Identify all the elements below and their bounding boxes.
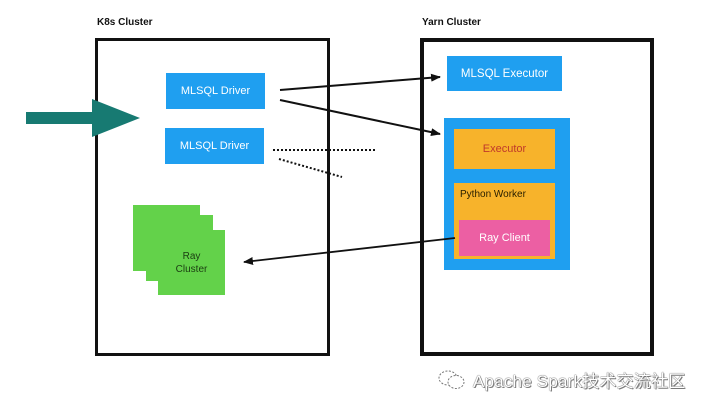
arrow-driver-to-executor-group	[279, 99, 441, 137]
watermark-text: Apache Spark技术交流社区	[473, 372, 686, 391]
ray-cluster-label-line2: Cluster	[175, 263, 208, 275]
arrow-driver-to-mlsql-executor	[279, 73, 441, 91]
yarn-cluster-title: Yarn Cluster	[422, 17, 481, 28]
ray-cluster-node-front: Ray Cluster	[158, 230, 225, 295]
mlsql-driver-1: MLSQL Driver	[166, 73, 265, 109]
ray-client-box: Ray Client	[459, 220, 550, 256]
yarn-cluster-box	[420, 38, 654, 356]
input-arrow-icon	[26, 99, 140, 137]
ray-cluster-label-line1: Ray	[182, 250, 201, 262]
wechat-icon	[438, 370, 465, 389]
k8s-cluster-title: K8s Cluster	[97, 17, 153, 28]
python-worker-label: Python Worker	[460, 189, 526, 200]
arrow-ray-client-to-ray-cluster	[243, 237, 456, 265]
executor-box: Executor	[454, 129, 555, 169]
dotted-line-driver2-b	[278, 158, 343, 178]
watermark: Apache Spark技术交流社区	[437, 367, 685, 392]
mlsql-driver-2: MLSQL Driver	[165, 128, 264, 164]
mlsql-executor: MLSQL Executor	[447, 56, 562, 91]
